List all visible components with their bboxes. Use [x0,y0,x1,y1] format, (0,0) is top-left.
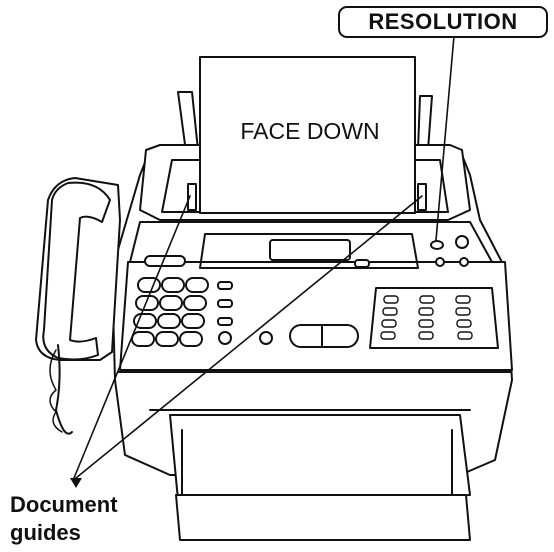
resolution-button[interactable] [431,241,443,249]
one-touch-key[interactable] [456,296,470,303]
rear-paper-tray [178,92,198,152]
key[interactable] [180,332,202,346]
document-guides-label-line1: Document [10,492,118,518]
resolution-label: RESOLUTION [368,9,517,35]
function-key-3[interactable] [218,318,232,325]
right-small-button-1[interactable] [436,258,444,266]
one-touch-key[interactable] [456,308,470,315]
function-key-5[interactable] [260,332,272,344]
right-top-button[interactable] [456,236,468,248]
paper-label: FACE DOWN [200,118,420,145]
leader-arrow [70,478,82,488]
right-small-button-2[interactable] [460,258,468,266]
document-guides-label-line2: guides [10,520,81,546]
key[interactable] [162,278,184,292]
display-button-right[interactable] [355,260,369,267]
key[interactable] [186,278,208,292]
one-touch-key[interactable] [419,308,433,315]
one-touch-key[interactable] [457,320,471,327]
key[interactable] [136,296,158,310]
one-touch-key[interactable] [458,332,472,339]
key[interactable] [160,296,182,310]
function-key-4[interactable] [219,332,231,344]
rear-tray-right [418,96,432,150]
key[interactable] [138,278,160,292]
one-touch-key[interactable] [384,296,398,303]
one-touch-key[interactable] [419,320,433,327]
one-touch-key[interactable] [419,332,433,339]
lcd-display [270,240,350,260]
key[interactable] [184,296,206,310]
function-key-1[interactable] [218,282,232,289]
one-touch-key[interactable] [383,308,397,315]
key[interactable] [182,314,204,328]
one-touch-key[interactable] [382,320,396,327]
key[interactable] [156,332,178,346]
output-tray-lip [176,495,470,540]
one-touch-key[interactable] [420,296,434,303]
key[interactable] [132,332,154,346]
function-key-2[interactable] [218,300,232,307]
resolution-callout: RESOLUTION [338,6,548,38]
output-tray [170,415,470,500]
one-touch-dial-icon [370,288,498,348]
key[interactable] [158,314,180,328]
start-button[interactable] [290,325,358,347]
one-touch-key[interactable] [381,332,395,339]
